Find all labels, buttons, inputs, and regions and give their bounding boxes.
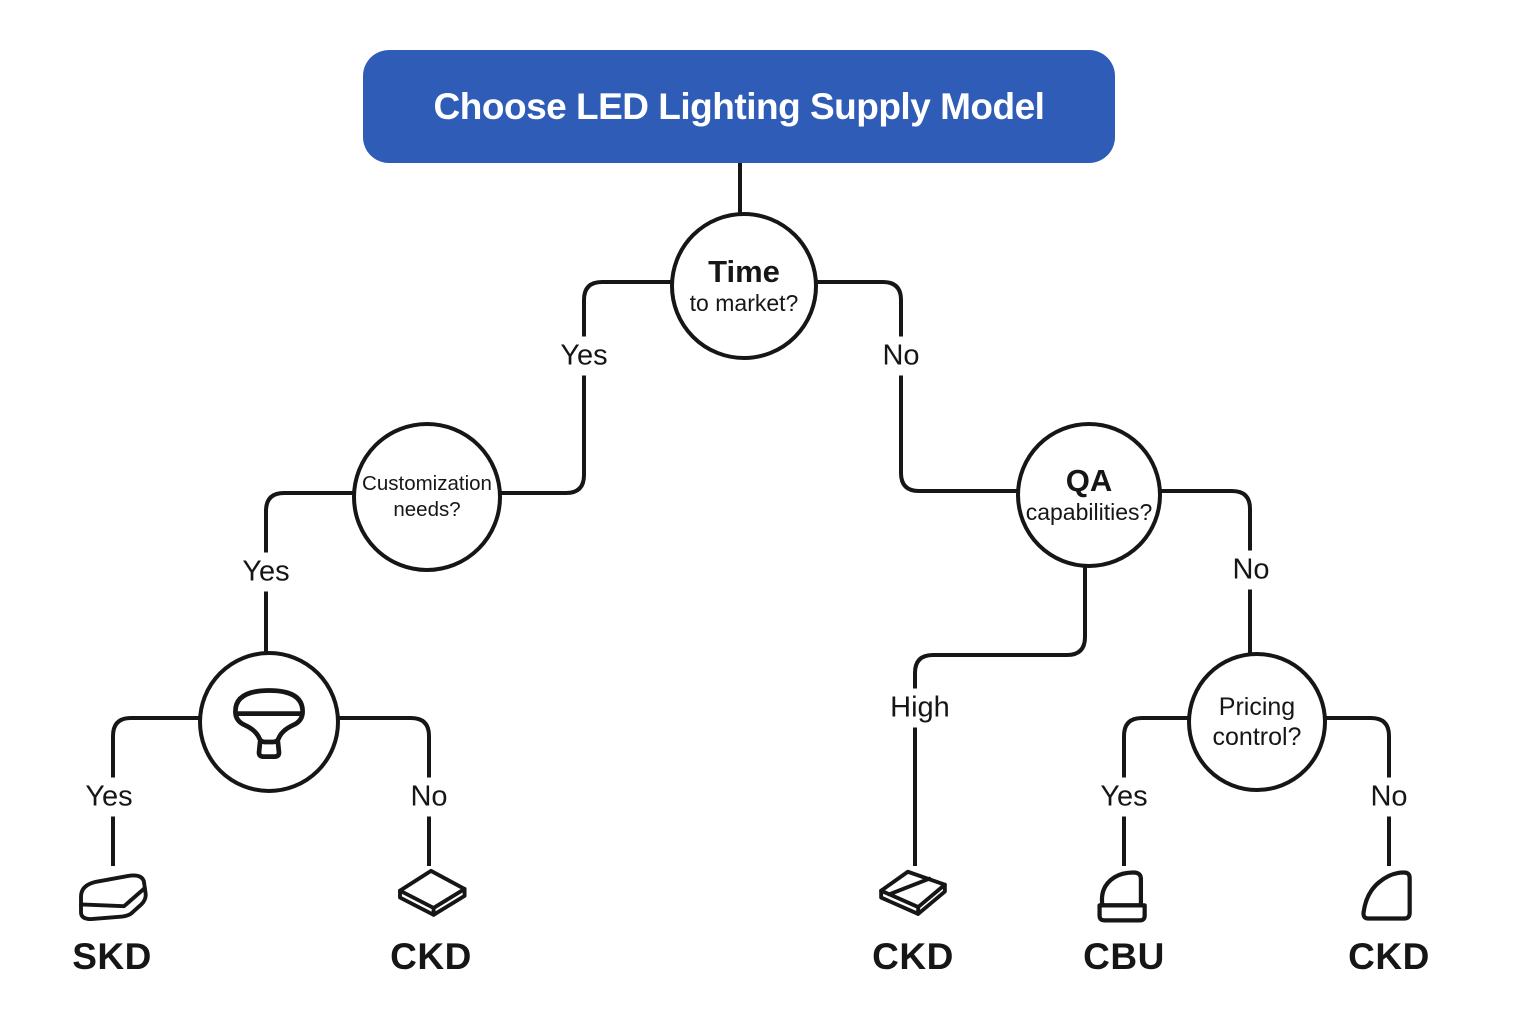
node-qa-capabilities: QA capabilities? xyxy=(1016,422,1162,568)
node-pricing-line1: Pricing xyxy=(1218,693,1296,721)
wedge-on-base-icon xyxy=(1097,870,1147,923)
edge-customization-yes-to-bulb xyxy=(264,491,423,705)
rounded-box-3d-icon xyxy=(79,873,148,922)
edge-time-yes-to-customization xyxy=(423,280,676,495)
branch-label-time-no: No xyxy=(875,336,927,376)
branch-label-bulb-no: No xyxy=(403,777,455,817)
node-led-bulb xyxy=(198,651,340,793)
branch-label-qa-high: High xyxy=(883,688,957,728)
edge-time-no-to-qa xyxy=(804,280,1085,493)
edge-bulb-yes-to-skd xyxy=(111,716,265,866)
node-time-to-market: Time to market? xyxy=(670,212,818,360)
leaf-ckd-middle: CKD xyxy=(818,864,1008,978)
leaf-label: CKD xyxy=(390,936,472,977)
page-title: Choose LED Lighting Supply Model xyxy=(433,85,1045,127)
node-time-line1: Time xyxy=(708,253,780,289)
tilted-slab-3d-icon xyxy=(879,869,947,916)
leaf-ckd-right: CKD xyxy=(1294,864,1484,978)
node-customization-line1: Customization xyxy=(362,472,492,496)
leaf-label: CBU xyxy=(1083,936,1165,977)
led-bulb-icon xyxy=(233,688,305,760)
node-customization-line2: needs? xyxy=(393,498,461,521)
node-pricing-line2: control? xyxy=(1212,723,1302,751)
edge-qa-high-to-ckd xyxy=(913,491,1087,866)
node-qa-line2: capabilities? xyxy=(1025,498,1153,525)
node-pricing-control: Pricing control? xyxy=(1187,652,1327,792)
leaf-cbu: CBU xyxy=(1029,864,1219,978)
branch-label-pricing-yes: Yes xyxy=(1093,777,1155,817)
branch-label-bulb-yes: Yes xyxy=(78,777,140,817)
node-qa-line1: QA xyxy=(1065,462,1113,498)
flat-diamond-slab-icon xyxy=(398,868,467,917)
branch-label-qa-no: No xyxy=(1225,550,1277,590)
leaf-label: CKD xyxy=(872,936,954,977)
leaf-skd: SKD xyxy=(17,864,207,978)
leaf-label: CKD xyxy=(1348,936,1430,977)
edge-qa-no-to-pricing xyxy=(1085,489,1252,705)
branch-label-customization-yes: Yes xyxy=(235,552,297,592)
edge-bulb-no-to-ckd xyxy=(265,716,431,866)
node-customization-needs: Customization needs? xyxy=(352,422,502,572)
edge-pricing-no-to-ckd xyxy=(1253,716,1391,866)
title-banner: Choose LED Lighting Supply Model xyxy=(363,50,1115,163)
branch-label-pricing-no: No xyxy=(1363,777,1415,817)
node-time-line2: to market? xyxy=(689,289,799,316)
leaf-label: SKD xyxy=(72,936,152,977)
edge-pricing-yes-to-cbu xyxy=(1122,716,1253,866)
branch-label-time-yes: Yes xyxy=(553,336,615,376)
wedge-3d-icon xyxy=(1361,870,1412,921)
leaf-ckd-left: CKD xyxy=(336,864,526,978)
